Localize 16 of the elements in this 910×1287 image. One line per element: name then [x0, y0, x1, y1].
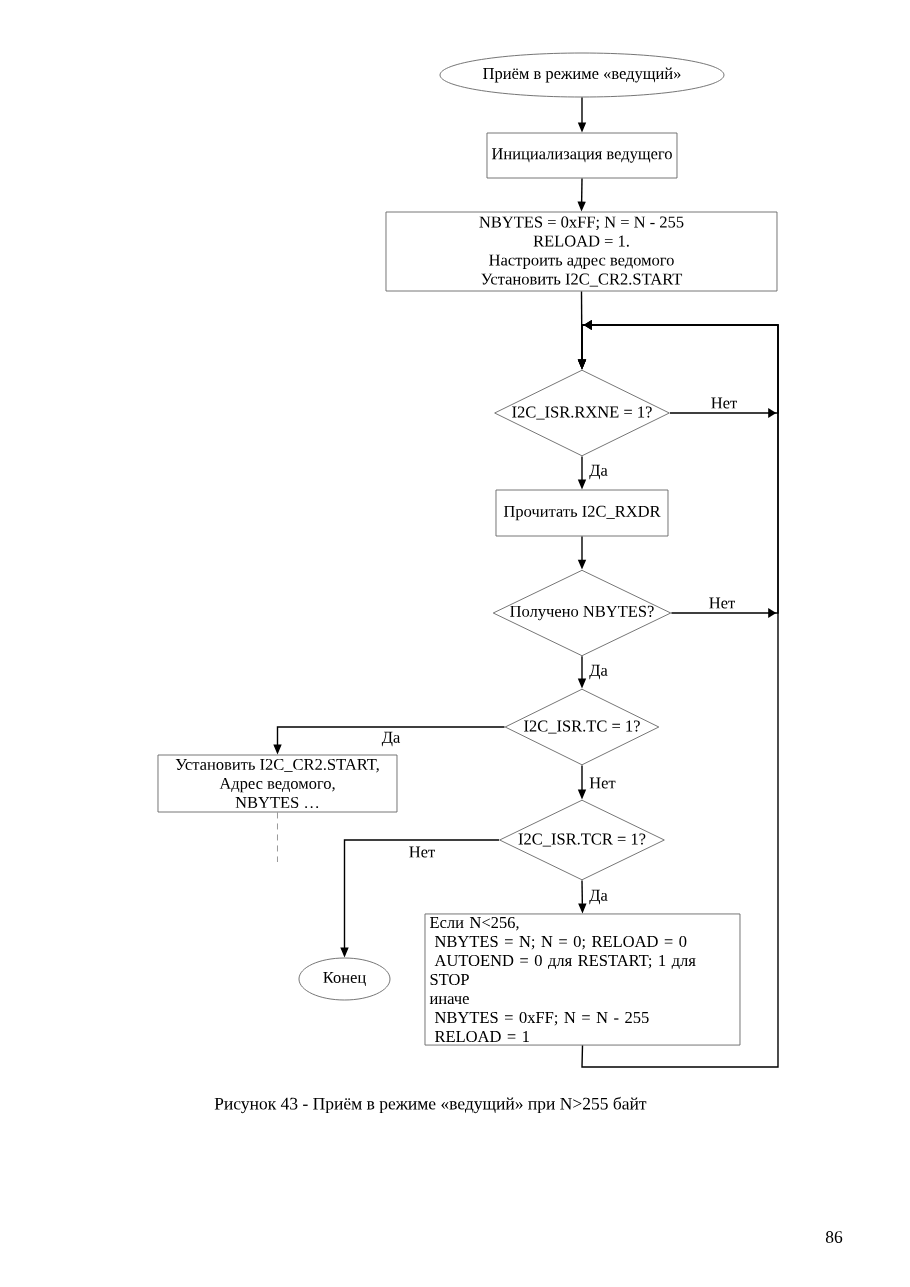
edge-label: Нет [588, 776, 617, 790]
edge-label: Нет [707, 596, 737, 610]
page-number: 86 [825, 1231, 843, 1243]
process-box: Инициализация ведущего [486, 132, 678, 179]
process-box: Прочитать I2C_RXDR [495, 489, 669, 537]
edge-label: Да [588, 463, 609, 481]
edge-label: Нет [709, 396, 739, 410]
process-box: NBYTES = 0xFF; N = N - 255 RELOAD = 1. Настроить адрес ведомого Установить I2C_CR2.START [385, 211, 778, 292]
edge-label: Да [588, 663, 609, 681]
dashed-line [277, 812, 278, 863]
process-box: Установить I2C_CR2.START, Адрес ведомого, NBYTES … [157, 754, 398, 813]
process-box: Если N<256, NBYTES = N; N = 0; RELOAD = 0 AUTOEND = 0 для RESTART; 1 для STOP иначе NBYTES = 0xFF; N = N - 255 RELOAD = 1 [424, 913, 741, 1046]
edge-label: Да [588, 888, 609, 906]
edge-label: Да [380, 730, 402, 748]
figure-caption: Рисунок 43 - Приём в режиме «ведущий» при N>255 байт [214, 1096, 647, 1114]
edge-label: Нет [407, 845, 437, 859]
